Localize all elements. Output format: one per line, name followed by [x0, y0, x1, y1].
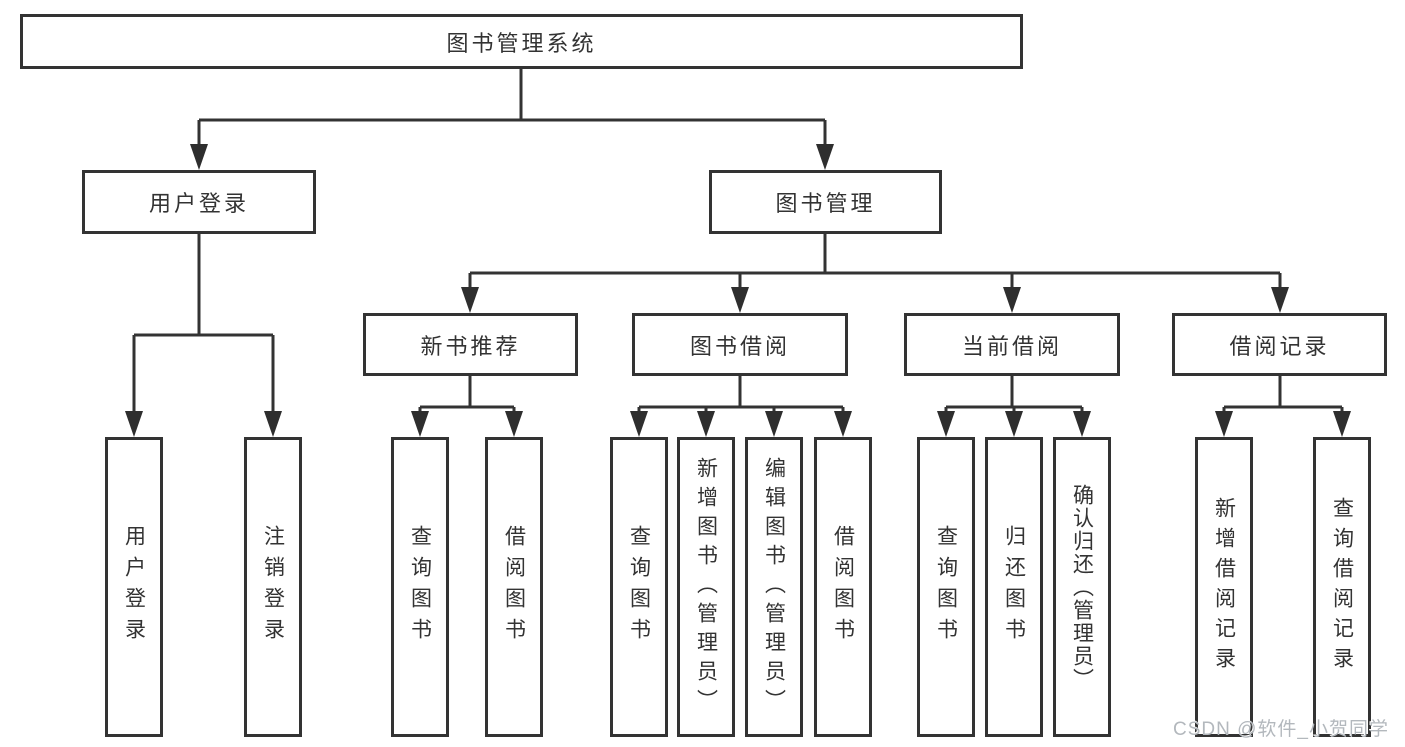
node-label: 当前借阅 — [961, 333, 1062, 359]
node-label: 用户登录 — [122, 525, 146, 649]
node-borrow-records: 借阅记录 — [1172, 313, 1387, 376]
leaf-edit-books-admin: 编辑图书（管理员） — [745, 437, 803, 737]
leaf-query-books-current: 查询图书 — [917, 437, 975, 737]
node-label: 新增借阅记录 — [1212, 497, 1236, 677]
node-label: 图书管理系统 — [446, 30, 597, 56]
leaf-return-books: 归还图书 — [985, 437, 1043, 737]
leaf-borrow-books: 借阅图书 — [814, 437, 872, 737]
leaf-query-books-borrow: 查询图书 — [610, 437, 668, 737]
node-label: 借阅记录 — [1229, 333, 1330, 359]
node-label: 查询图书 — [627, 525, 651, 649]
node-label: 归还图书 — [1002, 525, 1026, 649]
node-new-book-recommend: 新书推荐 — [363, 313, 578, 376]
node-label: 用户登录 — [148, 191, 249, 216]
leaf-query-books-recommend: 查询图书 — [391, 437, 449, 737]
leaf-confirm-return-admin: 确认归还（管理员） — [1053, 437, 1111, 737]
node-label: 确认归还（管理员） — [1070, 483, 1094, 691]
node-label: 查询图书 — [408, 525, 432, 649]
node-book-management: 图书管理 — [709, 170, 942, 234]
node-book-borrow: 图书借阅 — [632, 313, 848, 376]
node-label: 新增图书（管理员） — [694, 456, 718, 718]
node-user-login: 用户登录 — [82, 170, 316, 234]
node-label: 新书推荐 — [420, 333, 521, 359]
leaf-query-borrow-record: 查询借阅记录 — [1313, 437, 1371, 737]
node-label: 图书管理 — [775, 191, 876, 216]
csdn-watermark: CSDN @软件_小贺同学 — [1173, 719, 1389, 740]
node-label: 编辑图书（管理员） — [762, 456, 786, 718]
leaf-user-login: 用户登录 — [105, 437, 163, 737]
leaf-borrow-books-recommend: 借阅图书 — [485, 437, 543, 737]
connector-current-borrow — [937, 376, 1091, 437]
connector-new-book-recommend — [411, 376, 523, 437]
node-library-management-system: 图书管理系统 — [20, 14, 1023, 69]
connector-book-borrow — [630, 376, 852, 437]
leaf-logout: 注销登录 — [244, 437, 302, 737]
connector-borrow-records — [1215, 376, 1351, 437]
node-label: 查询借阅记录 — [1330, 497, 1354, 677]
connector-root — [190, 69, 834, 170]
connector-book-management — [461, 234, 1289, 313]
node-label: 借阅图书 — [831, 525, 855, 649]
node-label: 查询图书 — [934, 525, 958, 649]
node-label: 图书借阅 — [689, 333, 790, 359]
node-label: 注销登录 — [261, 525, 285, 649]
connector-user-login — [125, 234, 282, 437]
node-label: 借阅图书 — [502, 525, 526, 649]
node-current-borrow: 当前借阅 — [904, 313, 1120, 376]
leaf-add-books-admin: 新增图书（管理员） — [677, 437, 735, 737]
leaf-add-borrow-record: 新增借阅记录 — [1195, 437, 1253, 737]
